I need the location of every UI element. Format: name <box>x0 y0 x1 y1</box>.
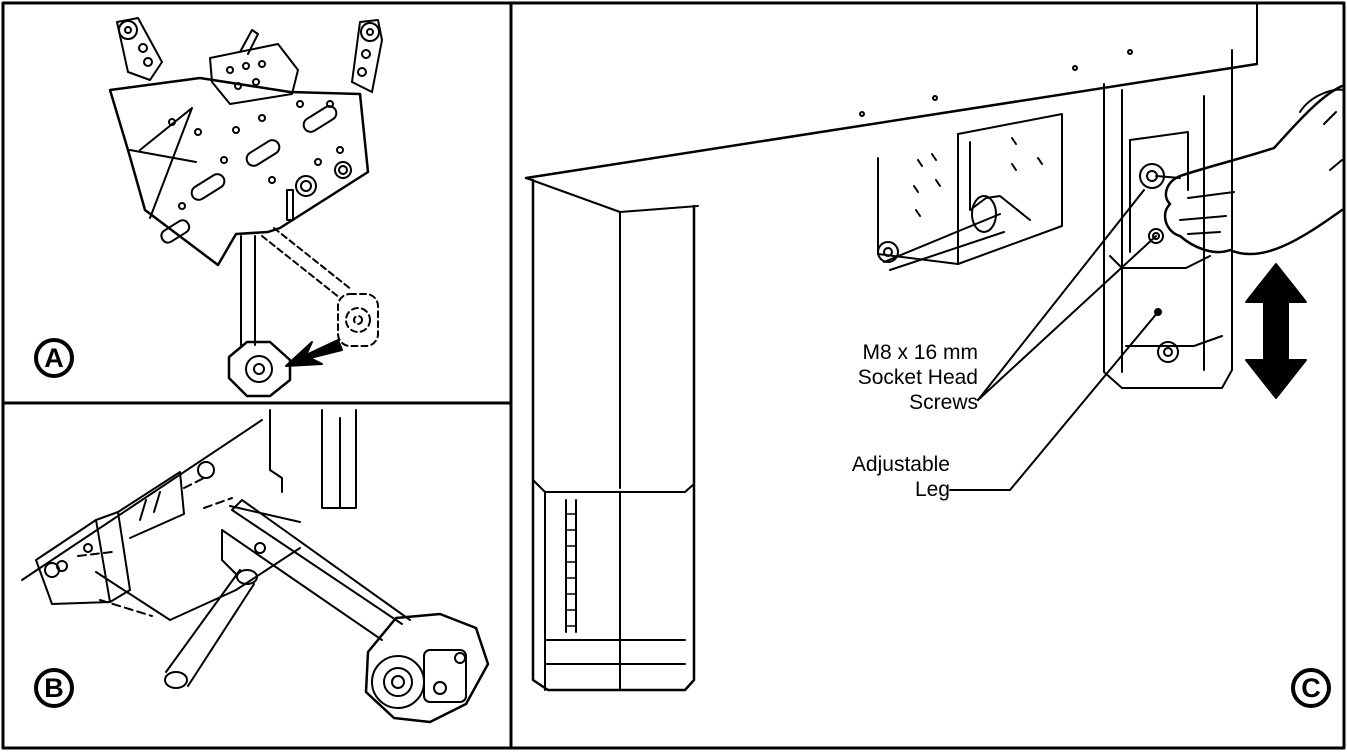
screws-callout: M8 x 16 mm Socket Head Screws <box>808 340 978 415</box>
panel-c-drawing <box>524 2 1345 692</box>
screws-callout-line-2: Socket Head <box>857 366 978 389</box>
panel-label-a: A <box>34 338 74 378</box>
panel-b-drawing <box>21 409 490 724</box>
panel-label-c: C <box>1291 668 1331 708</box>
panel-label-b: B <box>34 668 74 708</box>
screws-callout-line-3: Screws <box>909 391 978 414</box>
leg-callout-line-2: Leg <box>914 478 950 501</box>
leg-callout: Adjustable Leg <box>800 452 950 502</box>
leg-callout-line-1: Adjustable <box>851 453 950 476</box>
panel-a-drawing <box>108 17 383 398</box>
screws-callout-line-1: M8 x 16 mm <box>862 341 978 364</box>
